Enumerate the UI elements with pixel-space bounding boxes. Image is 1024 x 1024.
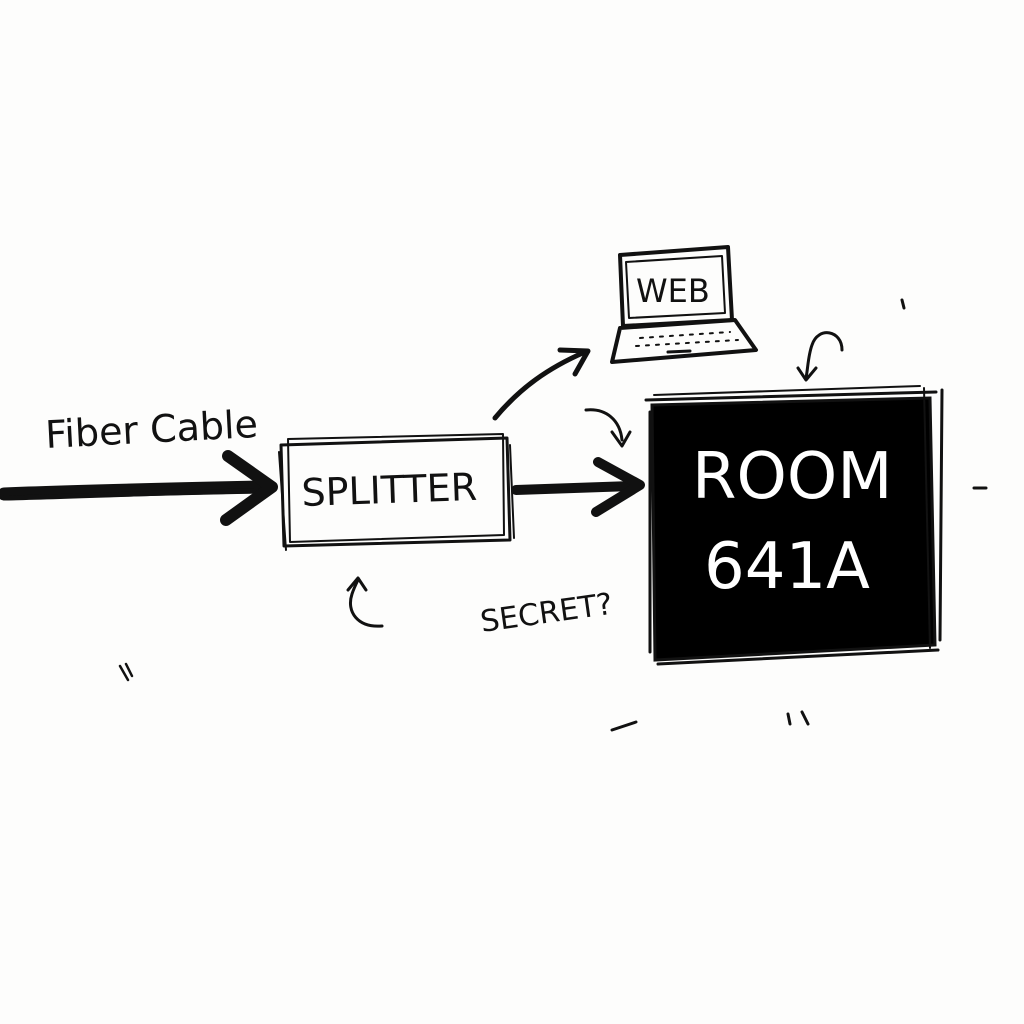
room-label-line2: 641A	[704, 530, 870, 604]
splitter-box: SPLITTER	[278, 433, 515, 551]
sketch-marks	[118, 298, 988, 732]
splitter-label: SPLITTER	[301, 465, 478, 515]
splitter-to-room-arrow	[511, 457, 645, 517]
room-641a-box: ROOM 641A	[644, 385, 944, 666]
fiber-cable-label: Fiber Cable	[44, 402, 259, 457]
splitter-to-web-arrow	[492, 347, 591, 421]
room-label-line1: ROOM	[692, 440, 892, 514]
curly-arrow-below-splitter	[346, 576, 384, 628]
curly-arrow-left-room	[584, 408, 632, 448]
web-label: WEB	[636, 272, 710, 310]
curly-arrow-top-room	[796, 331, 844, 382]
laptop-icon: WEB	[610, 245, 758, 364]
fiber-arrow	[0, 450, 278, 526]
secret-annotation: SECRET?	[478, 587, 615, 640]
